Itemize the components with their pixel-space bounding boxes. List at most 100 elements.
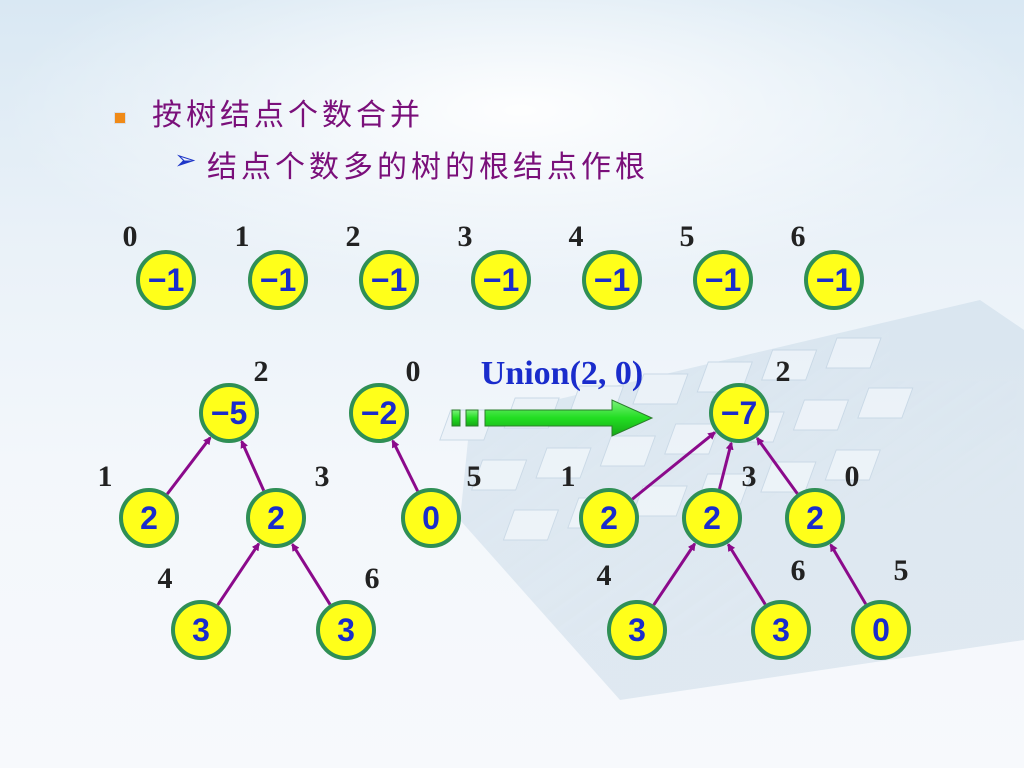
tree-node: 23 xyxy=(682,460,757,548)
parent-edge xyxy=(165,436,212,496)
node-index-label: 3 xyxy=(458,220,473,253)
node-value: −5 xyxy=(211,395,247,431)
node-circle xyxy=(693,250,753,310)
tree-node: −52 xyxy=(199,355,269,443)
node-circle xyxy=(804,250,864,310)
tree-node: −1 2 xyxy=(346,220,419,310)
node-value: −1 xyxy=(483,262,519,298)
node-circle xyxy=(682,488,742,548)
bullet-square-icon xyxy=(114,112,126,124)
node-circle xyxy=(349,383,409,443)
node-value: −7 xyxy=(721,395,757,431)
node-value: 0 xyxy=(872,612,890,648)
tree-node: 20 xyxy=(785,460,860,548)
node-circle xyxy=(119,488,179,548)
node-index-label: 5 xyxy=(467,460,482,493)
union-operation: Union(2, 0) xyxy=(451,355,654,437)
tree-node: 05 xyxy=(401,460,482,548)
nodes-layer: −10−11−12−13−14−15−16−5221233436−2005−72… xyxy=(98,220,911,660)
node-index-label: 1 xyxy=(98,460,113,493)
node-circle xyxy=(136,250,196,310)
keyboard-watermark xyxy=(439,300,1024,700)
tree-node: −1 1 xyxy=(235,220,308,310)
tree-node: 36 xyxy=(751,554,811,660)
node-index-label: 3 xyxy=(315,460,330,493)
tree-node: 23 xyxy=(246,460,330,548)
node-circle xyxy=(709,383,769,443)
edges-layer xyxy=(165,431,868,606)
node-circle xyxy=(579,488,639,548)
node-value: 3 xyxy=(337,612,355,648)
tree-node: 05 xyxy=(851,554,911,660)
node-value: −1 xyxy=(705,262,741,298)
node-value: 2 xyxy=(806,500,824,536)
node-circle xyxy=(751,600,811,660)
node-circle xyxy=(607,600,667,660)
parent-edge xyxy=(829,543,868,605)
node-circle xyxy=(401,488,461,548)
bullet-heading: 按树结点个数合并 xyxy=(152,98,424,133)
parent-edge xyxy=(240,439,266,492)
node-circle xyxy=(785,488,845,548)
node-index-label: 4 xyxy=(569,220,584,253)
tree-node: −1 6 xyxy=(791,220,864,310)
node-index-label: 4 xyxy=(158,562,173,595)
parent-edge xyxy=(755,436,799,495)
node-value: 2 xyxy=(267,500,285,536)
node-index-label: 5 xyxy=(680,220,695,253)
dash-segment xyxy=(451,409,461,427)
node-value: 3 xyxy=(628,612,646,648)
node-value: 2 xyxy=(140,500,158,536)
node-index-label: 2 xyxy=(346,220,361,253)
node-circle xyxy=(171,600,231,660)
node-circle xyxy=(246,488,306,548)
node-circle xyxy=(471,250,531,310)
node-index-label: 2 xyxy=(254,355,269,388)
node-index-label: 0 xyxy=(406,355,421,388)
node-value: −2 xyxy=(361,395,397,431)
node-value: 3 xyxy=(772,612,790,648)
node-circle xyxy=(851,600,911,660)
node-index-label: 2 xyxy=(776,355,791,388)
tree-node: 36 xyxy=(316,562,380,660)
tree-node: −14 xyxy=(569,220,642,310)
node-value: 0 xyxy=(422,500,440,536)
node-value: −1 xyxy=(816,262,852,298)
node-value: 3 xyxy=(192,612,210,648)
parent-edge xyxy=(391,439,420,492)
node-value: 2 xyxy=(600,500,618,536)
node-index-label: 0 xyxy=(845,460,860,493)
sub-heading: 结点个数多的树的根结点作根 xyxy=(207,150,649,185)
node-index-label: 5 xyxy=(894,554,909,587)
tree-node: −1 5 xyxy=(680,220,753,310)
node-circle xyxy=(359,250,419,310)
tree-node: 21 xyxy=(98,460,179,548)
node-index-label: 1 xyxy=(561,460,576,493)
parent-edge xyxy=(718,441,734,490)
parent-edge xyxy=(216,542,260,606)
union-arrow-icon xyxy=(484,399,654,437)
node-index-label: 0 xyxy=(123,220,138,253)
tree-node: −7 2 xyxy=(709,355,791,443)
node-index-label: 6 xyxy=(365,562,380,595)
parent-edge xyxy=(726,543,767,606)
tree-node: 34 xyxy=(158,562,231,660)
node-value: 2 xyxy=(703,500,721,536)
node-index-label: 1 xyxy=(235,220,250,253)
tree-node: −1 3 xyxy=(458,220,531,310)
node-circle xyxy=(582,250,642,310)
tree-node: 21 xyxy=(561,460,639,548)
parent-edge xyxy=(652,542,696,606)
node-circle xyxy=(199,383,259,443)
node-index-label: 6 xyxy=(791,220,806,253)
dash-segment xyxy=(465,409,479,427)
arrowhead-bullet-icon: ➢ xyxy=(174,145,197,176)
node-value: −1 xyxy=(260,262,296,298)
node-value: −1 xyxy=(371,262,407,298)
parent-edge xyxy=(291,543,332,606)
tree-node: −1 0 xyxy=(123,220,196,310)
node-value: −1 xyxy=(148,262,184,298)
